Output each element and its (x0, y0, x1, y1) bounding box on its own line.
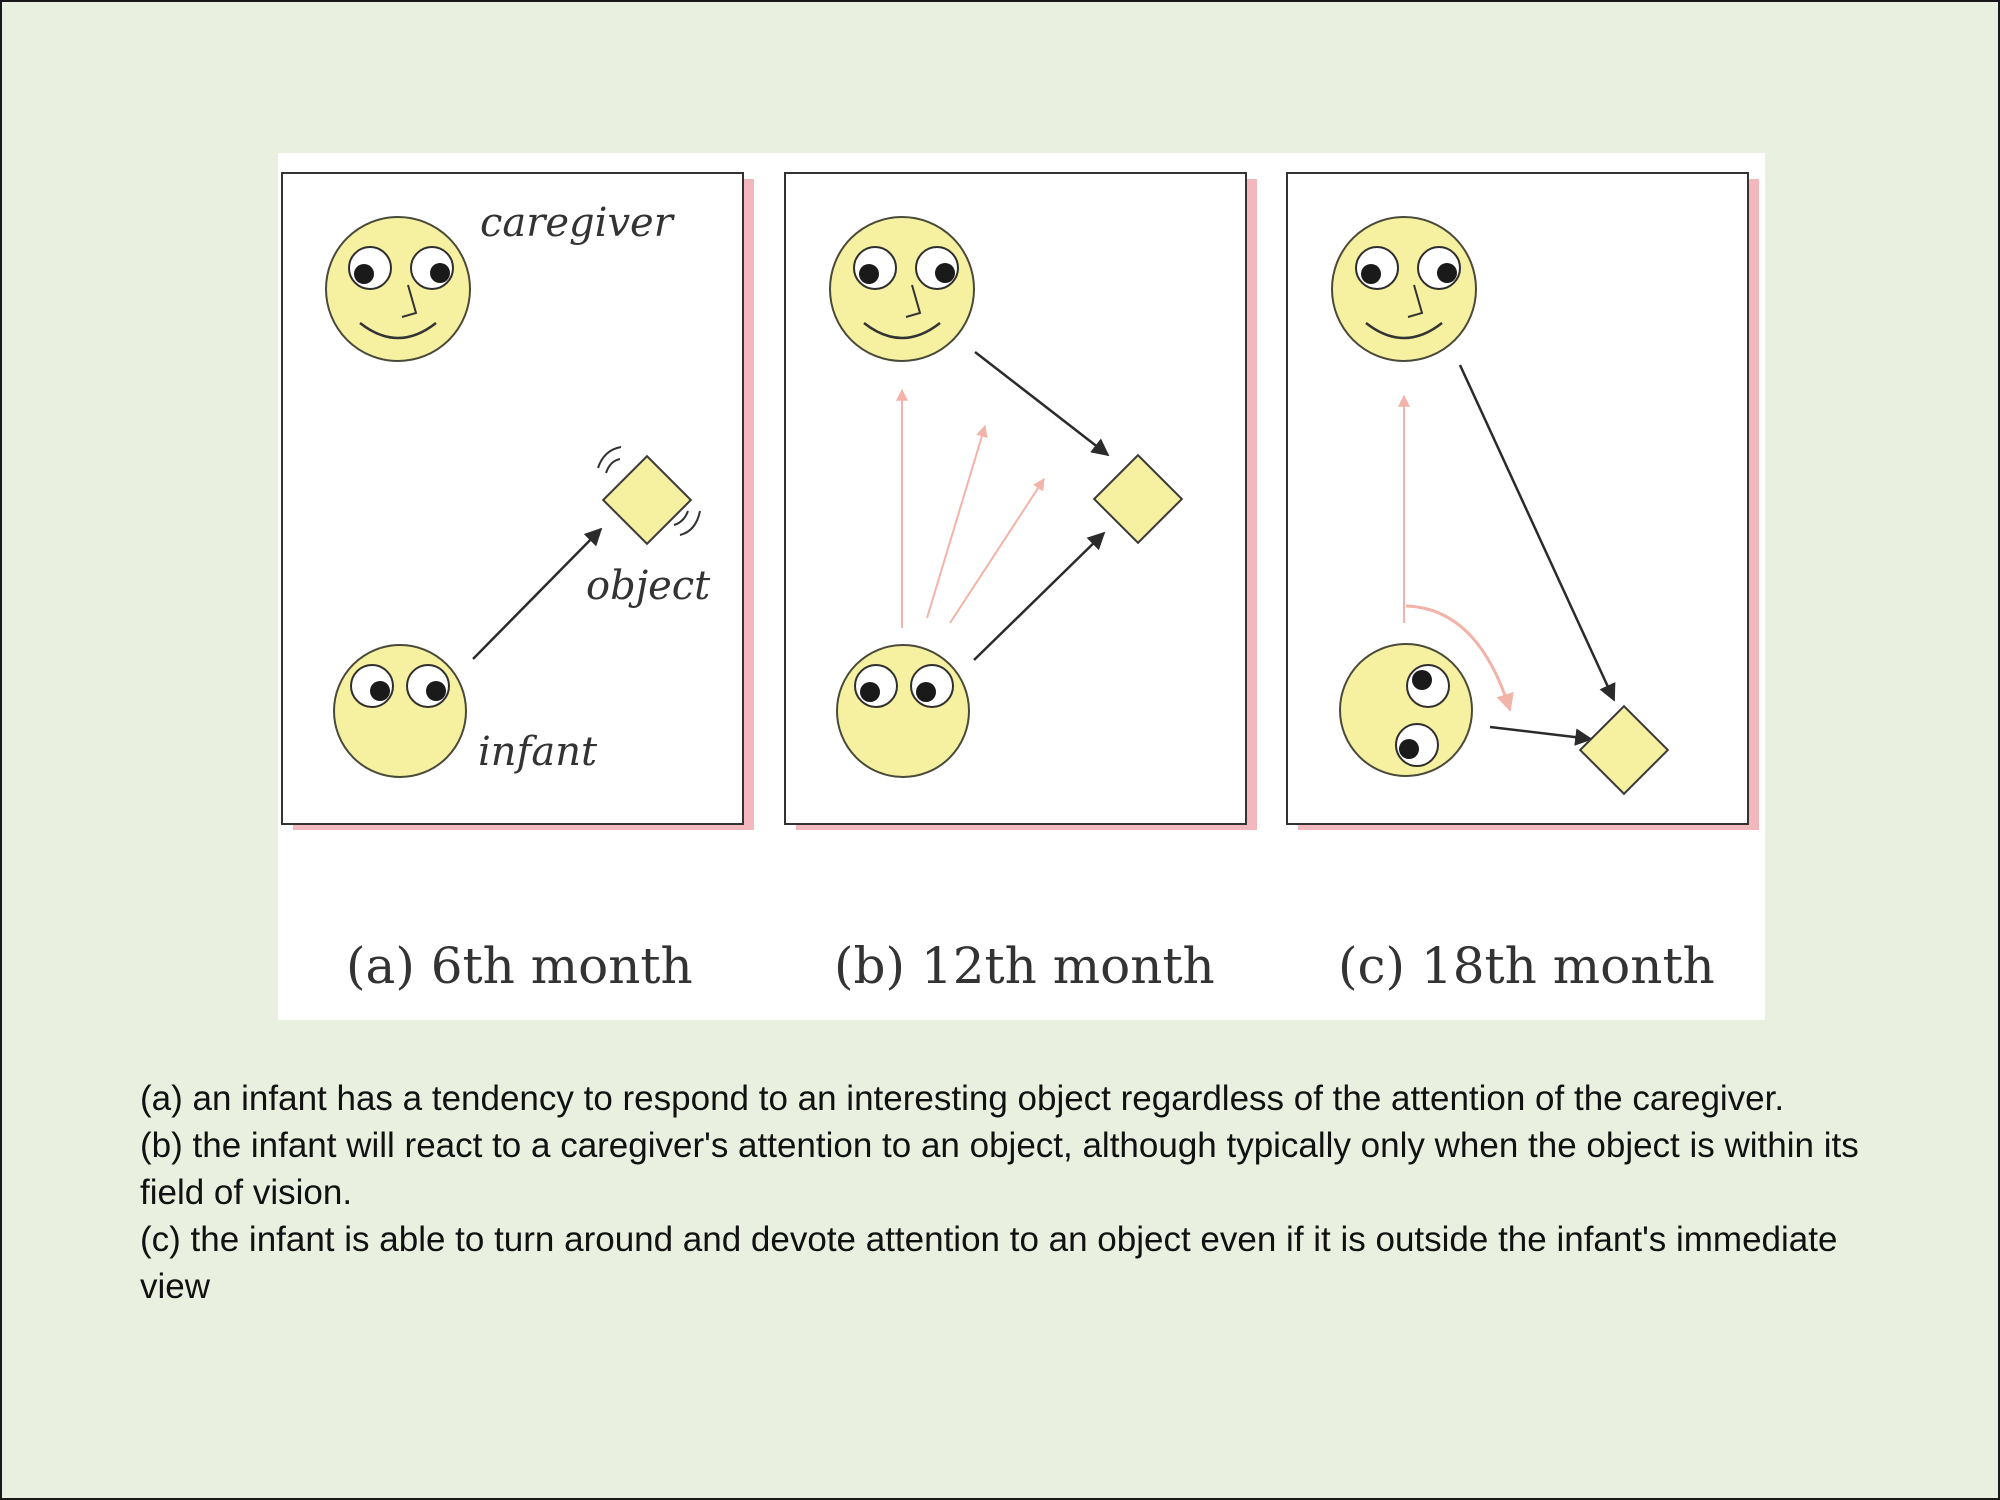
caregiver-label: caregiver (480, 200, 676, 246)
infant-face-b (836, 644, 970, 778)
caregiver-face (325, 216, 471, 362)
panel-b-label: (b) 12th month (834, 937, 1215, 995)
infant-gaze-arrow (472, 527, 603, 660)
infant-gaze-arrow-b (973, 531, 1106, 661)
infant-face-c (1339, 643, 1473, 777)
faint-turn-arrows (1398, 394, 1514, 712)
caregiver-gaze-arrow-c (1458, 364, 1616, 702)
figure-canvas: caregiver object infant (281, 172, 1759, 830)
object-diamond (597, 446, 701, 546)
figure-caption: (a) an infant has a tendency to respond … (140, 1075, 1900, 1310)
panel-c-label: (c) 18th month (1338, 937, 1715, 995)
faint-search-arrows (896, 388, 1045, 628)
panel-a: caregiver object infant (281, 172, 754, 830)
caregiver-face-c (1331, 216, 1477, 362)
caption-line-b: (b) the infant will react to a caregiver… (140, 1126, 1859, 1212)
caption-line-c: (c) the infant is able to turn around an… (140, 1220, 1838, 1306)
object-label: object (586, 563, 711, 609)
caption-line-a: (a) an infant has a tendency to respond … (140, 1079, 1785, 1118)
panel-c (1286, 172, 1759, 830)
object-diamond-c (1578, 704, 1670, 796)
joint-attention-figure: caregiver object infant (278, 153, 1765, 1020)
object-diamond-b (1092, 453, 1184, 545)
infant-face (333, 644, 467, 778)
caregiver-face-b (829, 216, 975, 362)
panel-b (784, 172, 1257, 830)
infant-gaze-arrow-c (1489, 725, 1593, 746)
panel-a-label: (a) 6th month (346, 937, 693, 995)
infant-label: infant (478, 729, 598, 775)
caregiver-gaze-arrow (974, 351, 1110, 457)
